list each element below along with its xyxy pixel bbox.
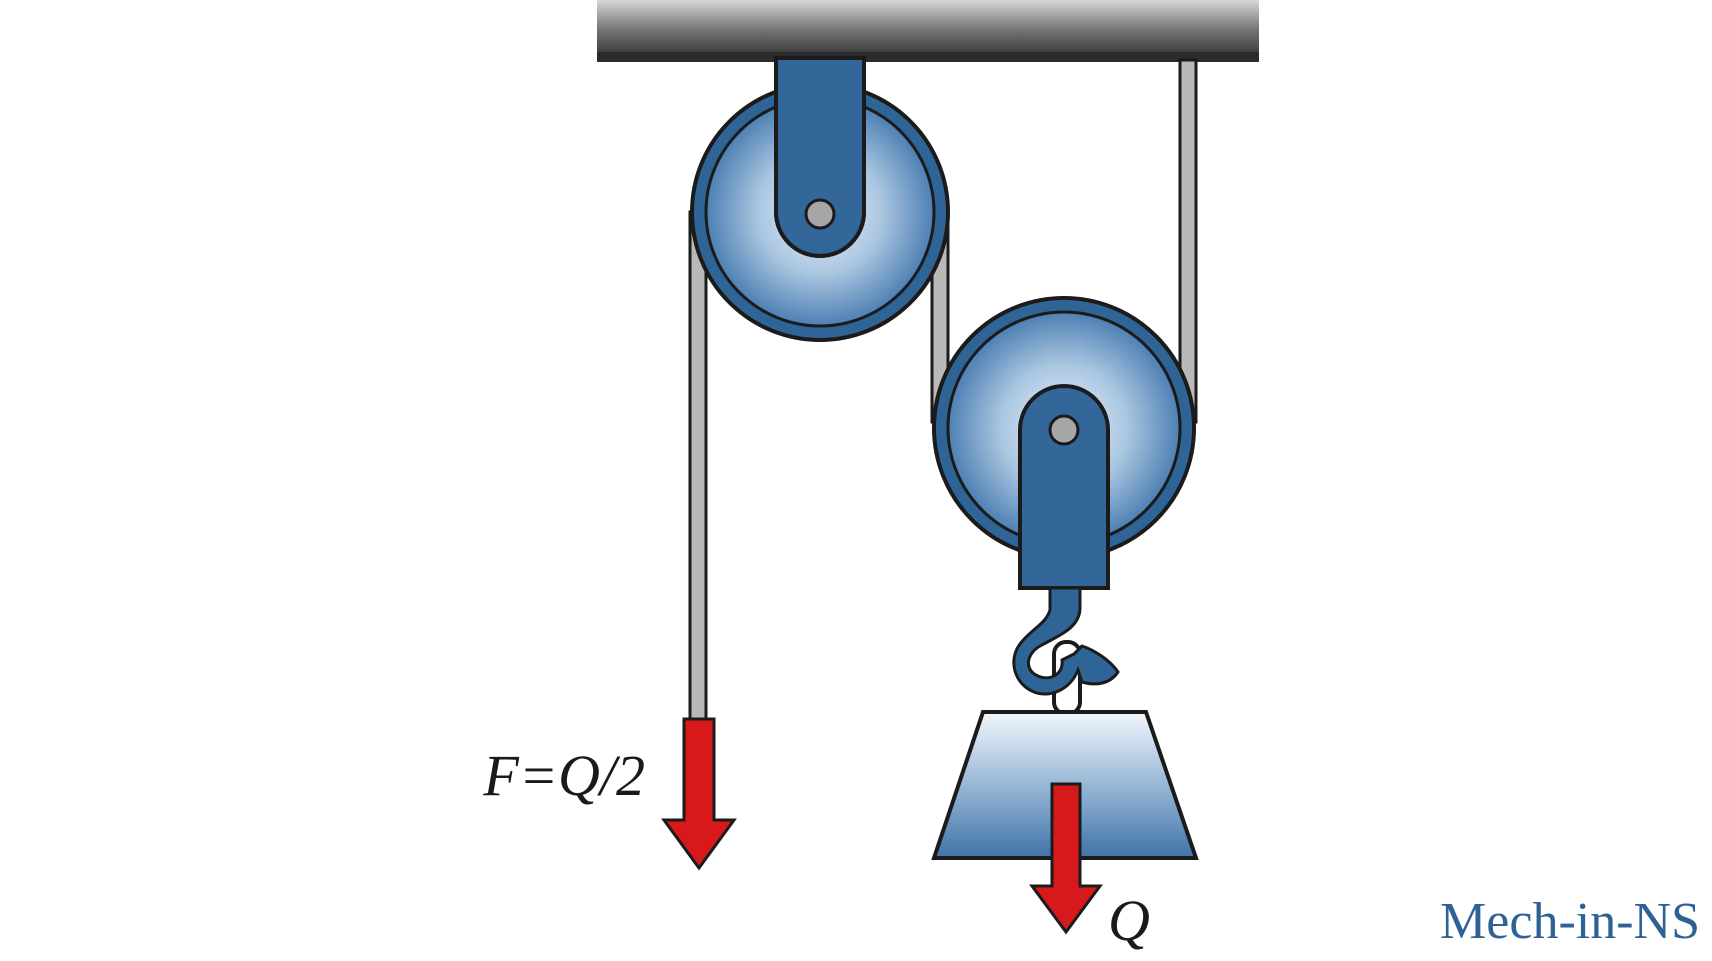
load-arrow-q (1029, 782, 1103, 935)
rope-anchored-to-ceiling (1178, 58, 1198, 424)
fixed-pulley-icon (690, 56, 950, 342)
movable-pulley-axle (1048, 414, 1080, 446)
movable-pulley-bracket (1018, 384, 1110, 590)
force-label: F=Q/2 (482, 743, 645, 808)
rope-left-free-end (688, 210, 708, 721)
hook-icon (1012, 586, 1120, 716)
ceiling-beam (597, 0, 1259, 62)
fixed-pulley-axle (804, 198, 836, 230)
force-arrow-f (661, 717, 737, 871)
load-label: Q (1108, 888, 1150, 953)
watermark: Mech-in-NS (1440, 893, 1700, 950)
movable-pulley-icon (932, 296, 1196, 590)
